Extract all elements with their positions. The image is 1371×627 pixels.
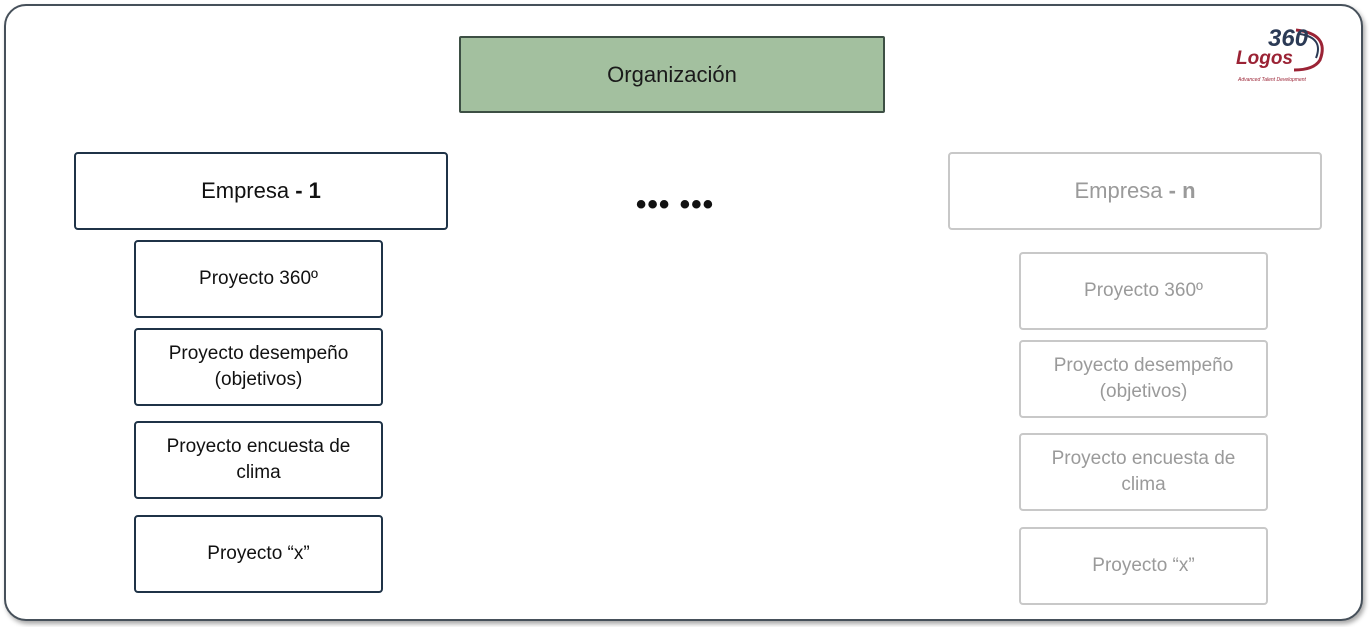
logo-number: 360 (1268, 25, 1309, 52)
organization-box: Organización (459, 36, 885, 113)
company-n-project-x: Proyecto “x” (1019, 527, 1268, 605)
company-1-project-360: Proyecto 360º (134, 240, 383, 318)
company-n-box: Empresa - n (948, 152, 1322, 230)
company-1-name: Empresa - 1 (201, 178, 321, 204)
logos-360-logo: 360 Logos Advanced Talent Development (1234, 24, 1334, 94)
company-1-project-climate-survey: Proyecto encuesta de clima (134, 421, 383, 499)
company-1-project-x: Proyecto “x” (134, 515, 383, 593)
project-label: Proyecto “x” (1092, 555, 1195, 577)
project-label: Proyecto 360º (1084, 280, 1203, 302)
project-label: Proyecto “x” (207, 543, 310, 565)
logo-brand: Logos (1236, 48, 1293, 69)
project-label: Proyecto desempeño (objetivos) (168, 343, 349, 390)
company-n-project-performance: Proyecto desempeño (objetivos) (1019, 340, 1268, 418)
organization-label: Organización (607, 61, 737, 87)
project-label: Proyecto 360º (199, 268, 318, 290)
logo-swoosh-icon (1293, 28, 1324, 72)
company-n-project-360: Proyecto 360º (1019, 252, 1268, 330)
project-label: Proyecto desempeño (objetivos) (1053, 355, 1234, 402)
company-n-name: Empresa - n (1074, 178, 1196, 204)
project-label: Proyecto encuesta de clima (166, 436, 351, 483)
project-label: Proyecto encuesta de clima (1051, 448, 1236, 495)
company-1-box: Empresa - 1 (74, 152, 448, 230)
company-1-project-performance: Proyecto desempeño (objetivos) (134, 328, 383, 406)
company-n-project-climate-survey: Proyecto encuesta de clima (1019, 433, 1268, 511)
ellipsis-separator: ••• ••• (635, 188, 715, 221)
logo-tagline: Advanced Talent Development (1238, 77, 1306, 83)
